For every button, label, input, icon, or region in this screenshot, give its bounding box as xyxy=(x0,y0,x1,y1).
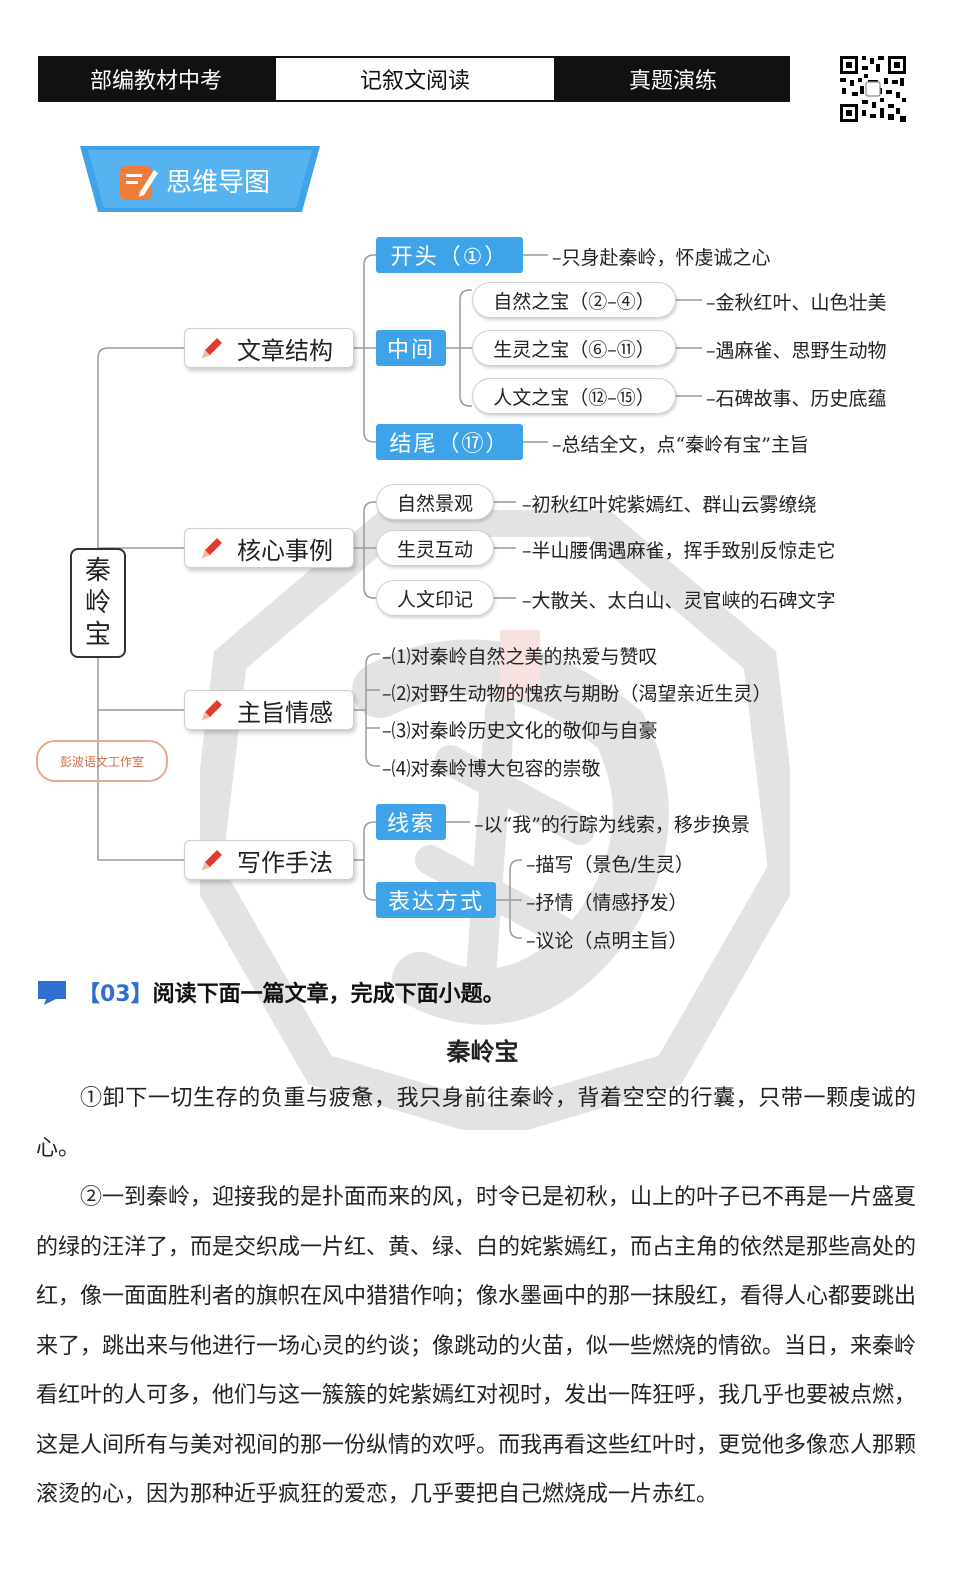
node-events-nature: 自然景观 xyxy=(376,484,494,520)
article-paragraph-1: ①卸下一切生存的负重与疲惫，我只身前往秦岭，背着空空的行囊，只带一颗虔诚的心。 xyxy=(36,1086,916,1161)
question-number: 【03】 xyxy=(78,982,153,1007)
leaf-events-nature: –初秋红叶姹紫嫣红、群山云雾缭绕 xyxy=(522,494,817,516)
mindmap-root: 秦岭宝 xyxy=(70,548,126,658)
node-middle-nature: 自然之宝（②–④） xyxy=(472,282,676,318)
leaf-end: –总结全文，点“秦岭有宝”主旨 xyxy=(552,434,809,456)
branch-structure-label: 文章结构 xyxy=(237,336,333,365)
leaf-middle-nature: –金秋红叶、山色壮美 xyxy=(706,292,887,314)
pencil-icon xyxy=(202,700,222,720)
leaf-theme-4: –⑷对秦岭博大包容的崇敬 xyxy=(382,758,601,780)
node-events-creature: 生灵互动 xyxy=(376,530,494,566)
node-begin: 开头（①） xyxy=(376,237,523,273)
leaf-middle-creature: –遇麻雀、思野生动物 xyxy=(706,340,887,362)
branch-writing-label: 写作手法 xyxy=(237,848,333,877)
question-text: 阅读下面一篇文章，完成下面小题。 xyxy=(152,982,505,1007)
header-tab-textbook: 部编教材中考 xyxy=(38,56,274,102)
leaf-theme-3: –⑶对秦岭历史文化的敬仰与自豪 xyxy=(382,720,658,742)
header-tab-practice: 真题演练 xyxy=(556,56,790,102)
mindmap-connectors xyxy=(97,254,702,939)
pencil-icon xyxy=(202,538,222,558)
node-middle-culture: 人文之宝（⑫–⑮） xyxy=(472,378,676,414)
leaf-expression-2: –抒情（情感抒发） xyxy=(526,892,688,914)
node-events-culture: 人文印记 xyxy=(376,580,494,616)
qr-code-icon xyxy=(838,54,908,124)
leaf-events-culture: –大散关、太白山、灵官峡的石碑文字 xyxy=(522,590,836,612)
leaf-begin: –只身赴秦岭，怀虔诚之心 xyxy=(552,247,771,269)
node-middle-creature: 生灵之宝（⑥–⑪） xyxy=(472,330,676,366)
branch-theme-label: 主旨情感 xyxy=(237,698,333,727)
question-heading: 【03】 阅读下面一篇文章，完成下面小题。 xyxy=(36,972,505,1012)
bookmark-icon xyxy=(38,981,66,1005)
header-tab-reading: 记叙文阅读 xyxy=(274,56,556,102)
leaf-clue: –以“我”的行踪为线索，移步换景 xyxy=(474,814,750,836)
banner-label: 思维导图 xyxy=(166,168,271,198)
studio-badge: 彭波语文工作室 xyxy=(36,740,168,782)
leaf-expression-3: –议论（点明主旨） xyxy=(526,930,688,952)
branch-theme: 主旨情感 xyxy=(184,690,354,730)
leaf-theme-2: –⑵对野生动物的愧疚与期盼（渴望亲近生灵） xyxy=(382,683,772,705)
branch-structure: 文章结构 xyxy=(184,328,354,368)
leaf-expression-1: –描写（景色/生灵） xyxy=(526,854,694,876)
node-middle: 中间 xyxy=(376,330,446,366)
article-title: 秦岭宝 xyxy=(446,1037,519,1066)
pencil-icon xyxy=(202,338,222,358)
article-paragraph-2: ②一到秦岭，迎接我的是扑面而来的风，时令已是初秋，山上的叶子已不再是一片盛夏的绿… xyxy=(36,1185,917,1507)
branch-events: 核心事例 xyxy=(184,528,354,568)
leaf-theme-1: –⑴对秦岭自然之美的热爱与赞叹 xyxy=(382,646,658,668)
node-expression: 表达方式 xyxy=(376,882,496,918)
edit-note-icon xyxy=(120,166,158,200)
pencil-icon xyxy=(202,850,222,870)
branch-writing: 写作手法 xyxy=(184,840,354,880)
leaf-events-creature: –半山腰偶遇麻雀，挥手致别反惊走它 xyxy=(522,540,836,562)
branch-events-label: 核心事例 xyxy=(237,536,333,565)
leaf-middle-culture: –石碑故事、历史底蕴 xyxy=(706,388,887,410)
node-clue: 线索 xyxy=(376,804,446,840)
node-end: 结尾（⑰） xyxy=(376,424,523,460)
